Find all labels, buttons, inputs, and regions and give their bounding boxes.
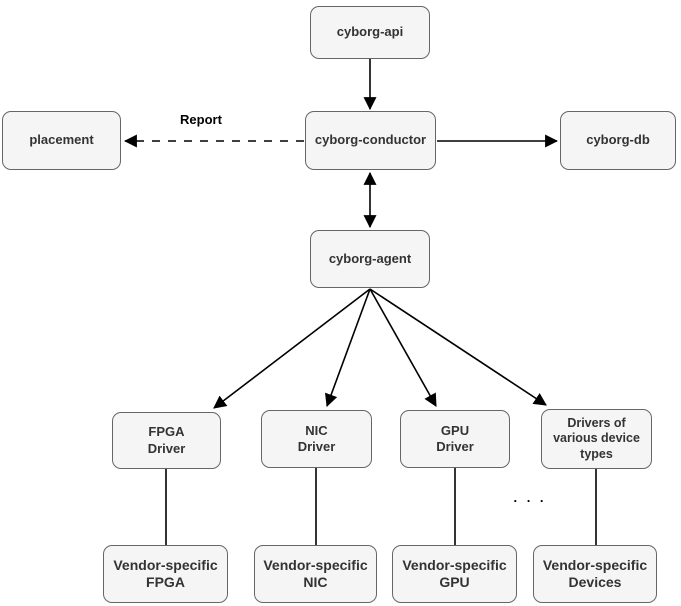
edge-agent-to-various-drivers [369, 288, 547, 406]
node-fpga-driver-label: FPGA Driver [147, 424, 186, 456]
node-vendor-specific-gpu: Vendor-specific GPU [392, 545, 517, 603]
node-nic-driver: NIC Driver [261, 410, 372, 468]
node-placement: placement [2, 111, 121, 170]
node-vendor-specific-nic: Vendor-specific NIC [254, 545, 377, 603]
node-nic-driver-label: NIC Driver [297, 422, 336, 454]
node-cyborg-db: cyborg-db [560, 111, 676, 170]
node-cyborg-conductor-label: cyborg-conductor [314, 132, 427, 148]
edge-agent-to-nic-driver [325, 288, 371, 408]
node-vendor-specific-nic-label: Vendor-specific NIC [263, 556, 368, 591]
ellipsis-more-driver-types: . . . [513, 490, 547, 505]
edge-agent-to-fpga-driver [213, 288, 371, 409]
node-gpu-driver-label: GPU Driver [436, 422, 474, 454]
node-vendor-specific-gpu-label: Vendor-specific GPU [402, 556, 507, 591]
node-vendor-specific-fpga: Vendor-specific FPGA [103, 545, 228, 603]
node-placement-label: placement [29, 132, 94, 148]
node-various-drivers: Drivers of various device types [541, 409, 652, 469]
node-vendor-specific-fpga-label: Vendor-specific FPGA [113, 556, 218, 591]
node-cyborg-db-label: cyborg-db [586, 132, 650, 148]
node-various-drivers-label: Drivers of various device types [553, 415, 640, 461]
edge-label-report: Report [180, 112, 222, 127]
node-vendor-specific-devices-label: Vendor-specific Devices [542, 556, 648, 591]
node-cyborg-agent-label: cyborg-agent [328, 250, 412, 266]
node-fpga-driver: FPGA Driver [112, 412, 221, 469]
edge-agent-to-gpu-driver [369, 288, 437, 407]
node-cyborg-agent: cyborg-agent [310, 230, 430, 288]
node-vendor-specific-devices: Vendor-specific Devices [533, 545, 657, 603]
node-cyborg-conductor: cyborg-conductor [305, 111, 436, 170]
node-cyborg-api-label: cyborg-api [336, 24, 404, 40]
node-cyborg-api: cyborg-api [310, 6, 430, 59]
node-gpu-driver: GPU Driver [400, 410, 510, 468]
